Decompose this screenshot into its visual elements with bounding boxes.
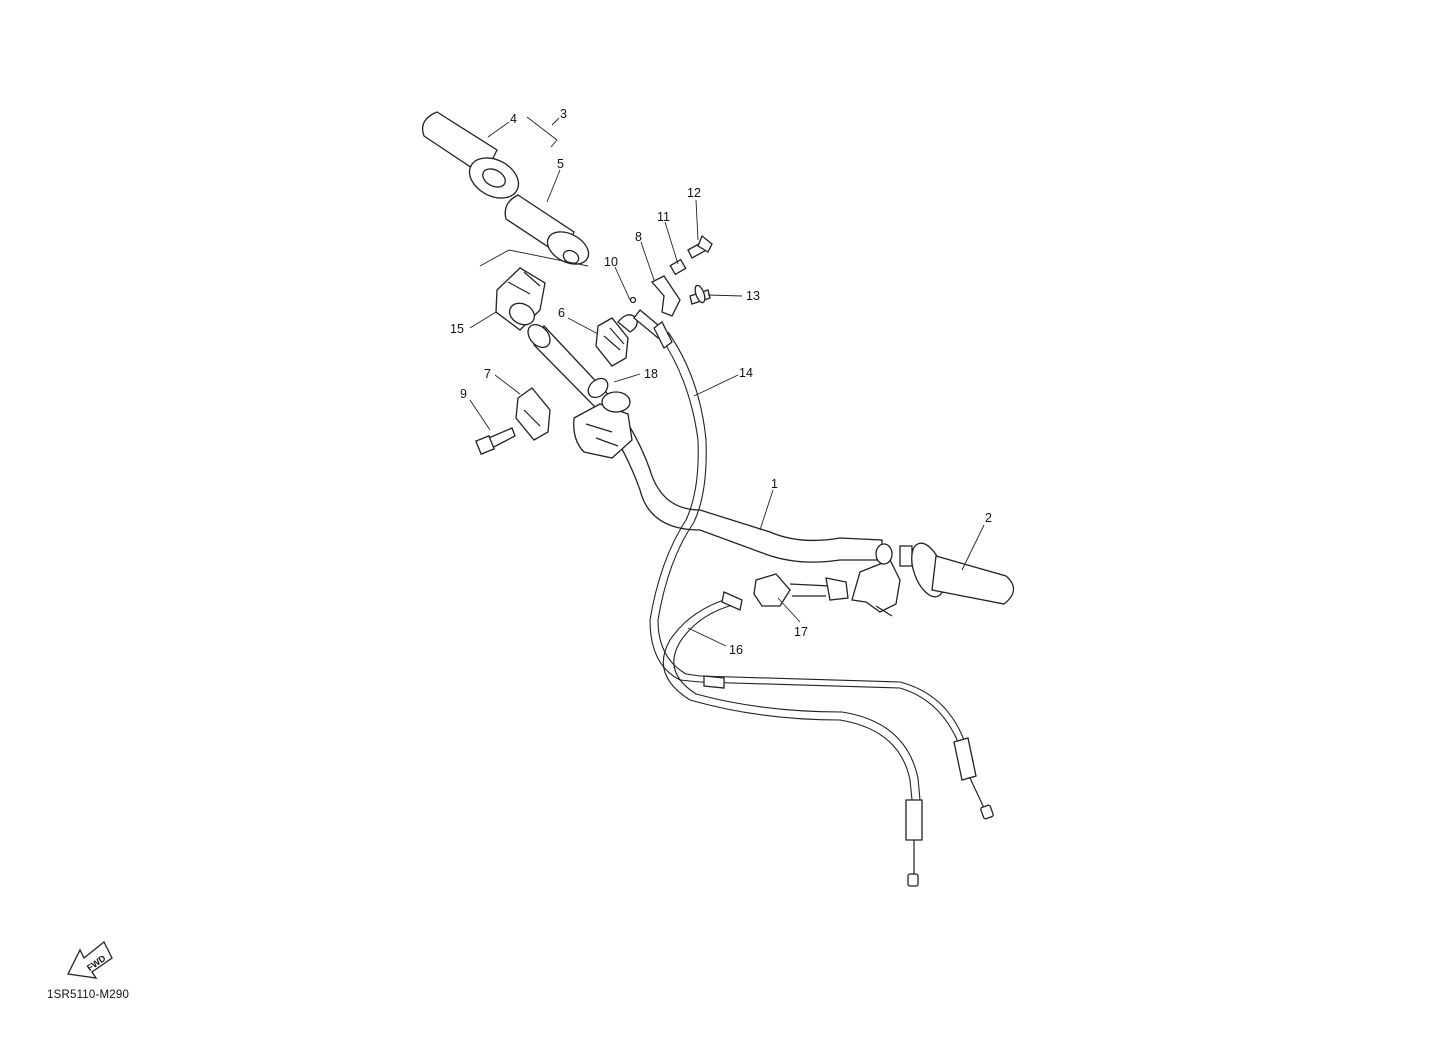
right-switch xyxy=(851,543,901,617)
cable-bracket xyxy=(650,275,681,317)
clutch-lever-holder xyxy=(753,573,849,607)
upper-holder xyxy=(595,317,629,367)
callout-13: 13 xyxy=(746,289,760,303)
callout-14: 14 xyxy=(739,366,753,380)
screw-lower xyxy=(689,284,711,305)
cable-lower-run xyxy=(699,675,994,820)
clutch-cable xyxy=(662,591,923,887)
callout-6: 6 xyxy=(558,306,565,320)
callout-2: 2 xyxy=(985,511,992,525)
handlebar xyxy=(527,323,883,563)
callout-4: 4 xyxy=(510,112,517,126)
callout-8: 8 xyxy=(635,230,642,244)
callout-5: 5 xyxy=(557,157,564,171)
callout-10: 10 xyxy=(604,255,618,269)
callout-16: 16 xyxy=(729,643,743,657)
diagram-code: 1SR5110-M290 xyxy=(47,989,130,1001)
throttle-grip-tube xyxy=(504,194,590,265)
callout-18: 18 xyxy=(644,367,658,381)
callout-9: 9 xyxy=(460,387,467,401)
callout-7: 7 xyxy=(484,367,491,381)
screw-upper xyxy=(687,234,713,259)
right-grip xyxy=(899,542,1015,605)
callout-17: 17 xyxy=(794,625,808,639)
collar xyxy=(587,377,609,399)
fwd-arrow-icon: FWD xyxy=(67,940,113,979)
lower-holder xyxy=(573,391,633,459)
left-grip xyxy=(421,111,520,199)
callout-11: 11 xyxy=(657,210,670,224)
nut xyxy=(669,258,687,276)
bolt xyxy=(475,427,516,455)
throttle-cable xyxy=(649,321,707,683)
callout-12: 12 xyxy=(687,186,701,200)
callout-1: 1 xyxy=(771,477,778,491)
callout-3: 3 xyxy=(560,107,567,121)
throttle-housing xyxy=(479,249,589,331)
upper-holder-lower xyxy=(515,387,551,441)
callout-15: 15 xyxy=(450,322,464,336)
